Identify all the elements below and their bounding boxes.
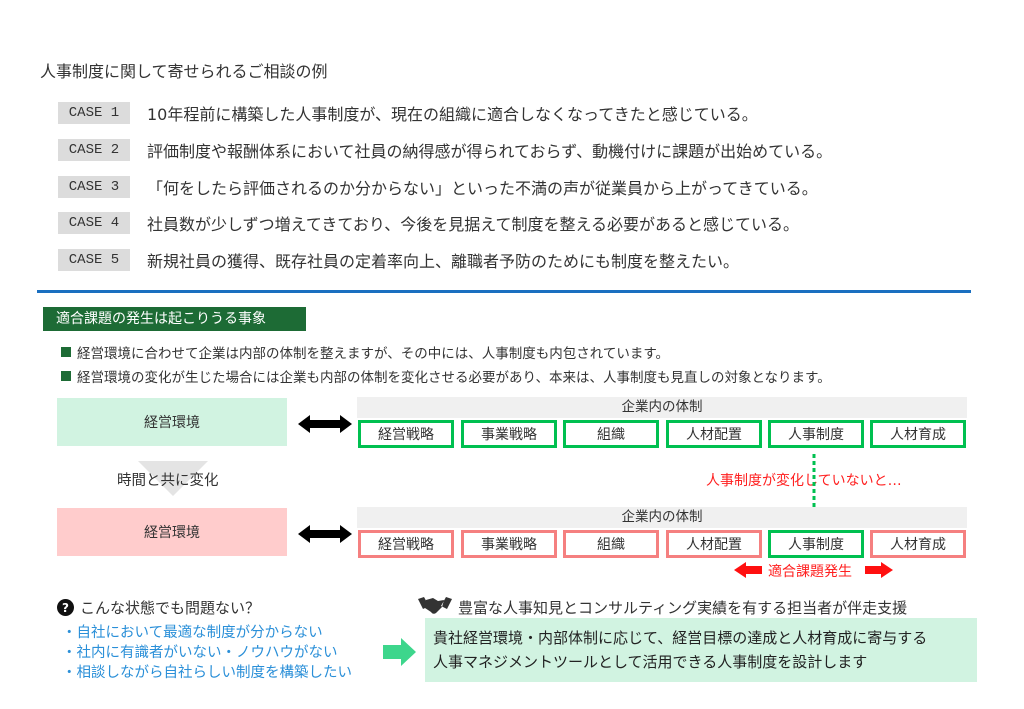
system-item-box: 人材育成 [870, 420, 966, 448]
solution-heading: 豊富な人事知見とコンサルティング実績を有する担当者が伴走支援 [458, 599, 908, 617]
system-item-box: 事業戦略 [461, 530, 557, 558]
case-label: CASE 4 [58, 212, 130, 234]
problems-heading: ? こんな状態でも問題ない？ [57, 597, 260, 618]
system-item-box: 経営戦略 [358, 420, 454, 448]
system-title: 企業内の体制 [357, 397, 967, 418]
case-text: 評価制度や報酬体系において社員の納得感が得られておらず、動機付けに課題が出始めて… [147, 142, 833, 161]
change-label: 時間と共に変化 [117, 473, 219, 489]
case-text: 社員数が少しずつ増えてきており、今後を見据えて制度を整える必要があると感じている… [147, 215, 800, 234]
section-heading: 適合課題の発生は起こりうる事象 [43, 307, 306, 331]
case-text: 「何をしたら評価されるのか分からない」といった不満の声が従業員から上がってきてい… [147, 179, 818, 198]
system-item-box: 人材配置 [666, 530, 762, 558]
page-title: 人事制度に関して寄せられるご相談の例 [40, 62, 328, 81]
handshake-icon [418, 597, 452, 614]
problems-heading-text: こんな状態でも問題ない？ [80, 599, 261, 617]
double-arrow-icon [298, 415, 352, 433]
problem-item: ・社内に有識者がいない・ノウハウがない [62, 645, 338, 661]
square-bullet-icon [61, 347, 71, 357]
system-item-box: 組織 [563, 530, 659, 558]
problem-item: ・相談しながら自社らしい制度を構築したい [62, 665, 352, 681]
case-label: CASE 5 [58, 249, 130, 271]
system-item-box: 組織 [563, 420, 659, 448]
question-icon: ? [57, 599, 74, 616]
double-arrow-icon [298, 525, 352, 543]
bullet-item: 経営環境に合わせて企業は内部の体制を整えますが、その中には、人事制度も内包されて… [61, 342, 669, 362]
env-box-after: 経営環境 [57, 508, 287, 556]
left-arrow-icon [734, 562, 762, 578]
case-label: CASE 3 [58, 176, 130, 198]
case-item: CASE 4 社員数が少しずつ増えてきており、今後を見据えて制度を整える必要がある… [58, 212, 799, 234]
system-item-box: 人材育成 [870, 530, 966, 558]
right-arrow-icon [383, 638, 416, 666]
system-item-box: 経営戦略 [358, 530, 454, 558]
square-bullet-icon [61, 371, 71, 381]
system-item-box: 事業戦略 [461, 420, 557, 448]
problem-item: ・自社において最適な制度が分からない [62, 625, 323, 641]
system-item-box: 人事制度 [768, 530, 864, 558]
system-title: 企業内の体制 [357, 507, 967, 528]
case-label: CASE 2 [58, 139, 130, 161]
solution-line: 貴社経営環境・内部体制に応じて、経営目標の達成と人材育成に寄与する [433, 629, 928, 647]
case-item: CASE 3 「何をしたら評価されるのか分からない」といった不満の声が従業員から上… [58, 176, 818, 198]
system-item-box: 人材配置 [666, 420, 762, 448]
bullet-text: 経営環境に合わせて企業は内部の体制を整えますが、その中には、人事制度も内包されて… [77, 346, 669, 362]
case-label: CASE 1 [58, 102, 130, 124]
case-item: CASE 5 新規社員の獲得、既存社員の定着率向上、離職者予防のためにも制度を整え… [58, 249, 739, 271]
down-triangle-icon [138, 461, 208, 496]
bullet-text: 経営環境の変化が生じた場合には企業も内部の体制を変化させる必要があり、本来は、人… [77, 370, 831, 386]
issue-label: 適合課題発生 [768, 564, 852, 580]
system-item-box: 人事制度 [768, 420, 864, 448]
bullet-item: 経営環境の変化が生じた場合には企業も内部の体制を変化させる必要があり、本来は、人… [61, 366, 831, 386]
solution-box: 貴社経営環境・内部体制に応じて、経営目標の達成と人材育成に寄与する 人事マネジメ… [425, 618, 977, 682]
divider [37, 290, 971, 293]
case-text: 10年程前に構築した人事制度が、現在の組織に適合しなくなってきたと感じている。 [147, 105, 758, 124]
case-item: CASE 1 10年程前に構築した人事制度が、現在の組織に適合しなくなってきたと感… [58, 102, 758, 124]
solution-line: 人事マネジメントツールとして活用できる人事制度を設計します [433, 653, 868, 671]
warning-text: 人事制度が変化していないと… [706, 473, 902, 489]
env-box-before: 経営環境 [57, 398, 287, 446]
case-text: 新規社員の獲得、既存社員の定着率向上、離職者予防のためにも制度を整えたい。 [147, 252, 740, 271]
case-item: CASE 2 評価制度や報酬体系において社員の納得感が得られておらず、動機付けに課… [58, 139, 832, 161]
right-arrow-icon [865, 562, 893, 578]
